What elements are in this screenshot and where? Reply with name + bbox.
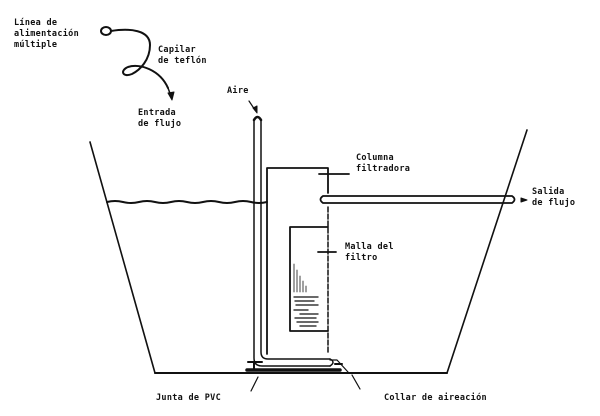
label-filter-column-2: filtradora xyxy=(356,164,411,174)
label-feed-line-1: Línea de xyxy=(14,18,58,28)
label-filter-mesh: Malla del filtro xyxy=(345,242,394,264)
label-filter-mesh-1: Malla del xyxy=(345,242,394,252)
label-aeration-collar: Collar de aireación xyxy=(384,393,487,403)
label-feed-line: Línea de alimentación múltiple xyxy=(14,18,79,51)
label-filter-mesh-2: filtro xyxy=(345,253,378,263)
filter-mesh xyxy=(289,226,337,332)
outlet-tube xyxy=(319,195,516,204)
capillary-tube xyxy=(100,26,175,101)
label-capillary-2: de teflón xyxy=(158,56,207,66)
collar-leader xyxy=(351,374,361,390)
filter-column xyxy=(266,167,350,355)
pvc-leader xyxy=(250,376,259,392)
label-feed-line-2: alimentación xyxy=(14,29,80,39)
label-flow-outlet-2: de flujo xyxy=(532,198,576,208)
label-air: Aire xyxy=(227,86,249,96)
label-filter-column-1: Columna xyxy=(356,153,394,163)
label-filter-column: Columna filtradora xyxy=(356,153,410,175)
label-capillary: Capilar de teflón xyxy=(158,45,207,67)
label-flow-outlet: Salida de flujo xyxy=(532,187,575,209)
label-flow-inlet-1: Entrada xyxy=(138,108,176,118)
label-flow-outlet-1: Salida xyxy=(532,187,565,197)
label-flow-inlet: Entrada de flujo xyxy=(138,108,181,130)
base-fittings xyxy=(245,359,349,373)
air-tube xyxy=(252,115,334,367)
label-capillary-1: Capilar xyxy=(158,45,196,55)
label-flow-inlet-2: de flujo xyxy=(138,119,182,129)
tank-outline xyxy=(89,129,528,374)
label-feed-line-3: múltiple xyxy=(14,40,58,50)
water-surface xyxy=(106,200,268,204)
label-pvc-joint: Junta de PVC xyxy=(156,393,222,403)
